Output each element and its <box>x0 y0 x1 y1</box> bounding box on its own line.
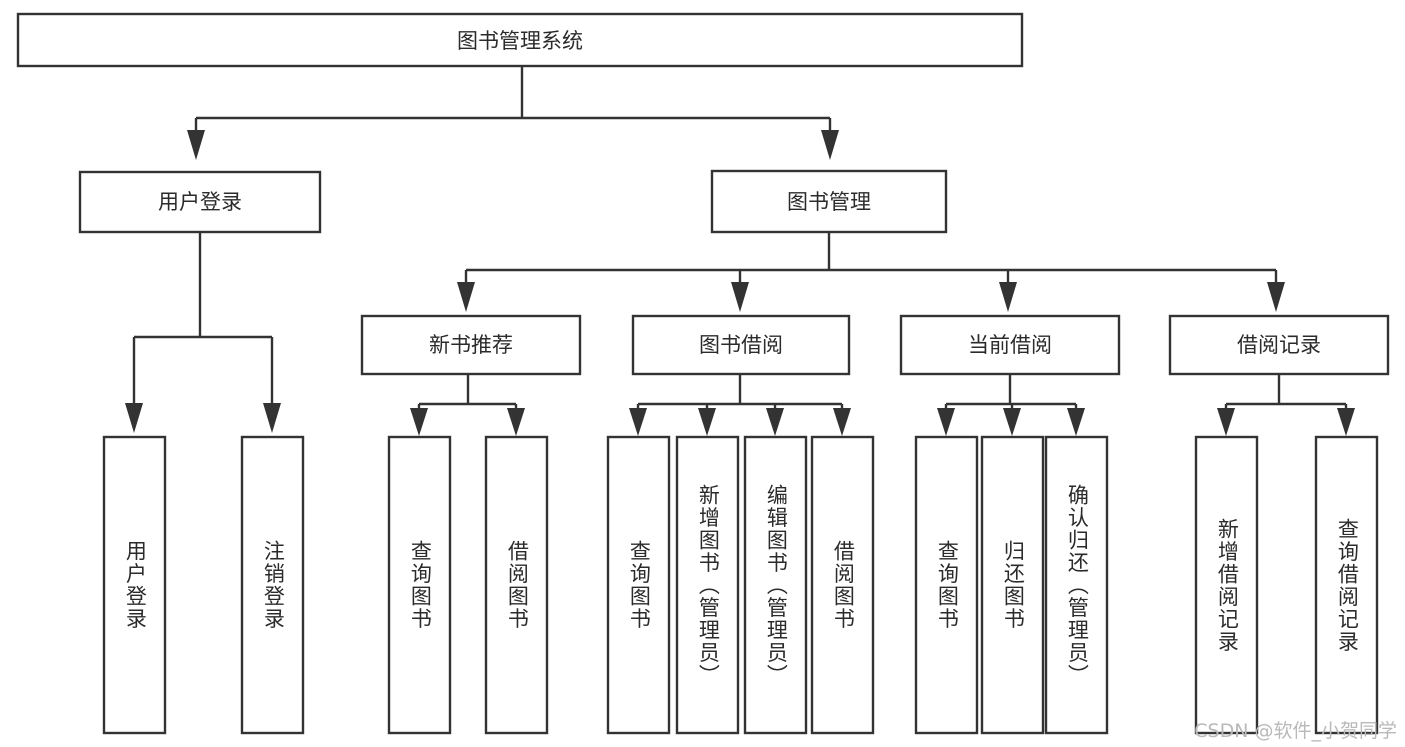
arrow-borrowrecord-to-leaf-2 <box>1337 408 1355 436</box>
node-new-book-recommend[interactable]: 新书推荐 <box>360 314 582 376</box>
node-book-borrow-label: 图书借阅 <box>699 333 783 357</box>
leaf-box-new-book-1[interactable] <box>387 435 452 735</box>
leaf-box-borrow-record-2[interactable] <box>1314 435 1379 735</box>
leaf-box-new-book-2[interactable] <box>484 435 549 735</box>
leaf-box-book-borrow-3[interactable] <box>743 435 808 735</box>
arrow-bookborrow-to-leaf-2 <box>698 408 716 436</box>
arrow-bookborrow-to-leaf-1 <box>629 408 647 436</box>
arrow-currentborrow-to-leaf-1 <box>937 408 955 436</box>
node-borrow-record-label: 借阅记录 <box>1237 333 1321 357</box>
arrow-currentborrow-to-leaf-3 <box>1067 408 1085 436</box>
arrow-newbook-to-leaf-2 <box>507 408 525 436</box>
node-current-borrow-box <box>899 314 1121 376</box>
arrow-newbook-to-leaf-1 <box>410 408 428 436</box>
node-root-label: 图书管理系统 <box>457 29 583 53</box>
node-book-management[interactable]: 图书管理 <box>710 169 948 234</box>
arrow-root-to-bookmgmt <box>821 130 839 160</box>
arrow-currentborrow-to-leaf-2 <box>1003 408 1021 436</box>
leaf-box-user-login-1[interactable] <box>102 435 167 735</box>
node-book-management-box <box>710 169 948 234</box>
leaf-box-book-borrow-2[interactable] <box>675 435 740 735</box>
arrow-bookmgmt-to-book-borrow <box>731 282 749 312</box>
arrow-bookborrow-to-leaf-4 <box>833 408 851 436</box>
node-new-book-recommend-label: 新书推荐 <box>429 333 513 357</box>
leaf-box-borrow-record-1[interactable] <box>1194 435 1259 735</box>
node-user-login-label: 用户登录 <box>158 190 242 214</box>
node-borrow-record-box <box>1168 314 1390 376</box>
arrow-login-to-leaf-1 <box>125 403 143 433</box>
leaf-box-current-borrow-1[interactable] <box>914 435 979 735</box>
node-book-borrow[interactable]: 图书借阅 <box>631 314 851 376</box>
arrow-bookmgmt-to-borrow-record <box>1267 282 1285 312</box>
leaf-box-current-borrow-3[interactable] <box>1044 435 1109 735</box>
arrow-bookmgmt-to-current-borrow <box>999 282 1017 312</box>
node-book-borrow-box <box>631 314 851 376</box>
leaf-box-book-borrow-4[interactable] <box>810 435 875 735</box>
arrow-borrowrecord-to-leaf-1 <box>1217 408 1235 436</box>
leaf-box-user-login-2[interactable] <box>240 435 305 735</box>
node-root-box <box>16 12 1024 68</box>
csdn-watermark: CSDN @软件_小贺同学 <box>1194 720 1397 742</box>
node-borrow-record[interactable]: 借阅记录 <box>1168 314 1390 376</box>
leaf-box-current-borrow-2[interactable] <box>980 435 1045 735</box>
node-current-borrow[interactable]: 当前借阅 <box>899 314 1121 376</box>
arrow-login-to-leaf-2 <box>263 403 281 433</box>
node-current-borrow-label: 当前借阅 <box>968 333 1052 357</box>
node-root[interactable]: 图书管理系统 <box>16 12 1024 68</box>
arrow-bookmgmt-to-new-book <box>457 282 475 312</box>
node-new-book-recommend-box <box>360 314 582 376</box>
arrow-bookborrow-to-leaf-3 <box>766 408 784 436</box>
node-user-login[interactable]: 用户登录 <box>78 170 322 234</box>
leaf-box-book-borrow-1[interactable] <box>606 435 671 735</box>
arrow-root-to-login <box>187 130 205 160</box>
node-book-management-label: 图书管理 <box>787 190 871 214</box>
